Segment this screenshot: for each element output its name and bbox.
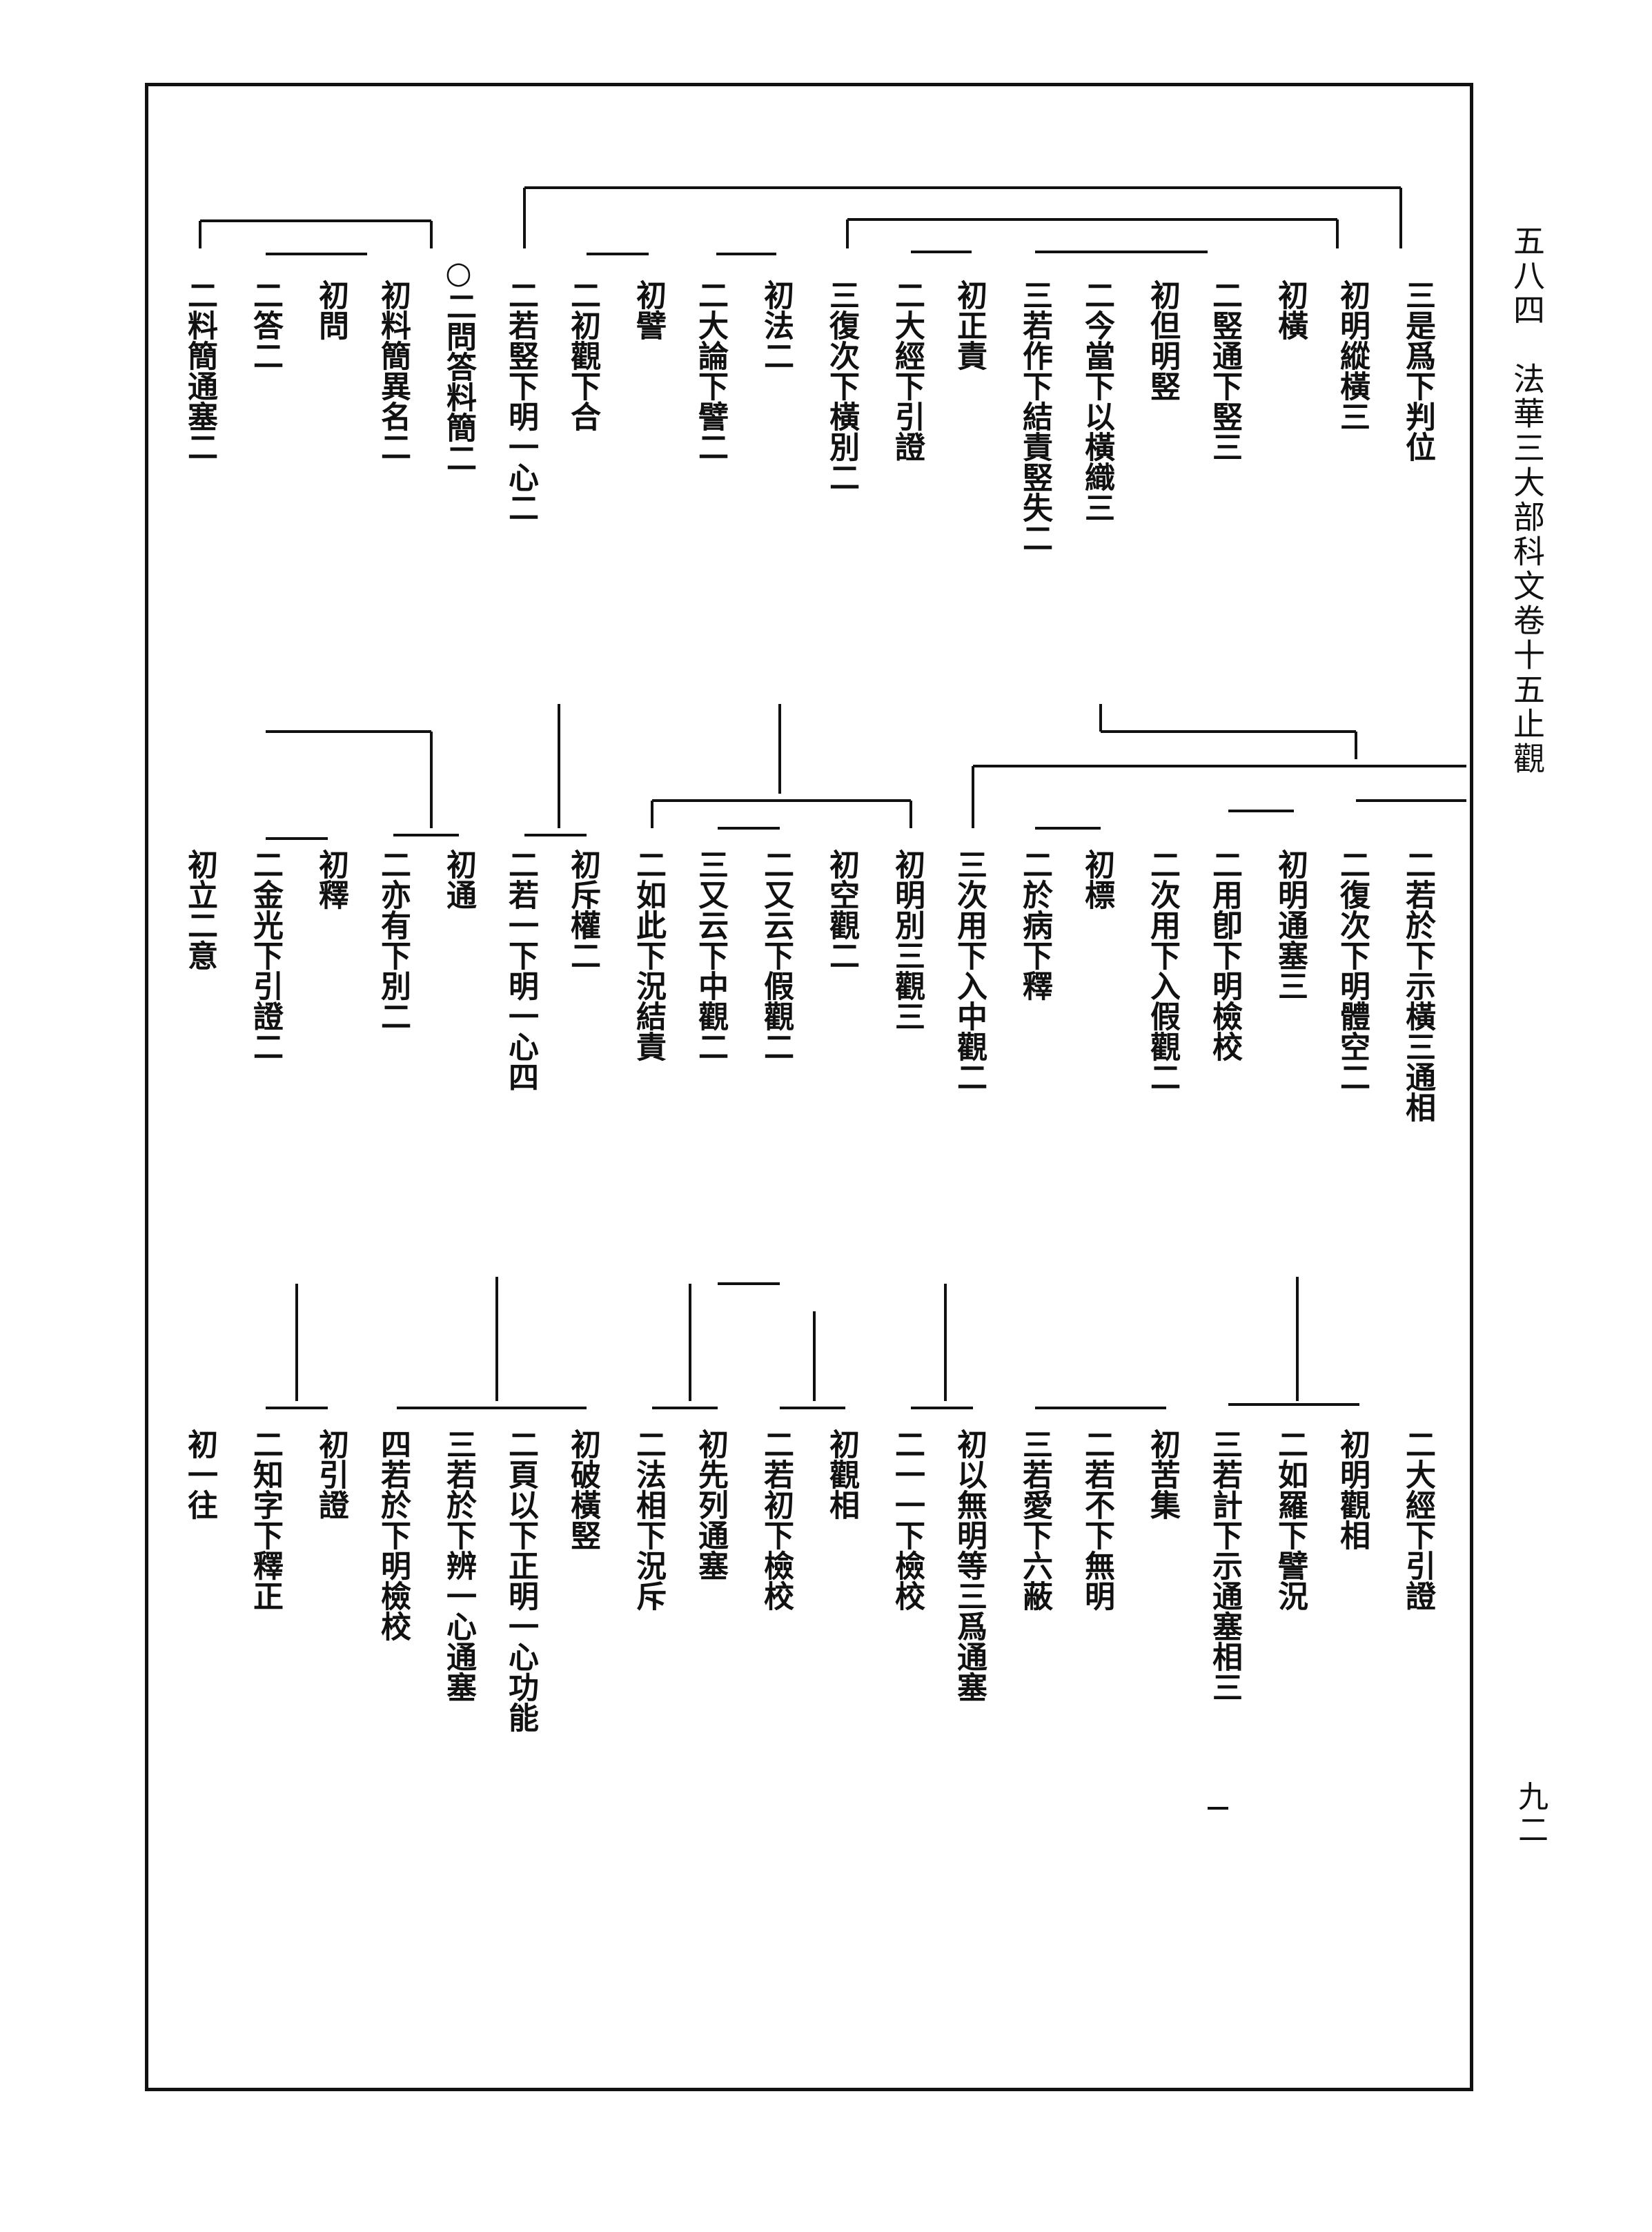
outline-entry: 初但明竪 (1145, 280, 1180, 401)
outline-entry: 二今當下以橫織三 (1079, 280, 1114, 522)
outline-entry: 初空觀二 (824, 849, 859, 970)
outline-entry: 初通 (441, 849, 476, 910)
outline-entry: 四若於下明檢校 (375, 1429, 411, 1641)
outline-entry: 初明觀相 (1335, 1429, 1370, 1550)
page-frame (145, 83, 1473, 2091)
outline-entry: 二大經下引證 (1400, 1429, 1435, 1611)
outline-entry: 二大經下引證 (889, 280, 925, 462)
outline-entry: 二答二 (248, 280, 283, 371)
outline-entry: 二初觀下合 (565, 280, 600, 431)
outline-entry: 二若一下明一心四 (503, 849, 538, 1092)
outline-entry: 二知字下釋正 (248, 1429, 283, 1611)
outline-entry: 三是爲下判位 (1400, 280, 1435, 462)
outline-entry: 二如羅下譬況 (1272, 1429, 1308, 1611)
outline-entry: 三次用下入中觀二 (952, 849, 987, 1092)
outline-entry: 初一往 (182, 1429, 217, 1520)
outline-entry: 初明通塞三 (1272, 849, 1308, 1001)
outline-entry: 二用卽下明檢校 (1207, 849, 1242, 1061)
outline-entry: 三若計下示通塞相三 (1207, 1429, 1242, 1702)
outline-entry: 二次用下入假觀二 (1145, 849, 1180, 1092)
volume-info: 五八四 法華三大部科文卷十五止觀 (1508, 224, 1546, 776)
outline-entry: 二亦有下別二 (375, 849, 411, 1031)
outline-entry: 初觀相 (824, 1429, 859, 1520)
outline-entry: 三若愛下六蔽 (1017, 1429, 1052, 1611)
outline-entry: 二又云下假觀二 (758, 849, 794, 1061)
outline-entry: 初苦集 (1145, 1429, 1180, 1520)
outline-entry: 初釋 (313, 849, 348, 910)
outline-entry: ○二問答料簡二 (441, 255, 476, 473)
outline-entry: 二頁以下正明一心功能 (503, 1429, 538, 1732)
outline-entry: 二於病下釋 (1017, 849, 1052, 1001)
outline-entry: 初明別三觀三 (889, 849, 925, 1031)
outline-entry: 初譬 (631, 280, 666, 340)
outline-entry: 初問 (313, 280, 348, 340)
outline-entry: 三若於下辨一心通塞 (441, 1429, 476, 1702)
outline-entry: 二大論下譬二 (693, 280, 728, 462)
outline-entry: 二金光下引證二 (248, 849, 283, 1061)
outline-entry: 二若於下示橫三通相 (1400, 849, 1435, 1122)
page-number: 九二 (1513, 1781, 1548, 1847)
outline-entry: 初破橫竪 (565, 1429, 600, 1550)
outline-entry: 初立二意 (182, 849, 217, 970)
outline-entry: 二復次下明體空二 (1335, 849, 1370, 1092)
outline-entry: 二如此下況結責 (631, 849, 666, 1061)
outline-entry: 初先列通塞 (693, 1429, 728, 1580)
outline-entry: 三若作下結責竪失二 (1017, 280, 1052, 553)
outline-entry: 二一一下檢校 (889, 1429, 925, 1611)
outline-entry: 初明縱橫三 (1335, 280, 1370, 431)
outline-entry: 二料簡通塞二 (182, 280, 217, 462)
outline-entry: 初標 (1079, 849, 1114, 910)
outline-entry: 二若初下檢校 (758, 1429, 794, 1611)
outline-entry: 初法二 (758, 280, 794, 371)
outline-entry: 初正責 (952, 280, 987, 371)
outline-entry: 初以無明等三爲通塞 (952, 1429, 987, 1702)
outline-entry: 二若不下無明 (1079, 1429, 1114, 1611)
outline-entry: 二竪通下竪三 (1207, 280, 1242, 462)
outline-entry: 初橫 (1272, 280, 1308, 340)
outline-entry: 三復次下橫別二 (824, 280, 859, 492)
outline-entry: 初引證 (313, 1429, 348, 1520)
outline-entry: 二若竪下明一心二 (503, 280, 538, 522)
outline-entry: 初料簡異名二 (375, 280, 411, 462)
outline-entry: 二法相下況斥 (631, 1429, 666, 1611)
outline-entry: 三又云下中觀二 (693, 849, 728, 1061)
outline-entry: 初斥權二 (565, 849, 600, 970)
